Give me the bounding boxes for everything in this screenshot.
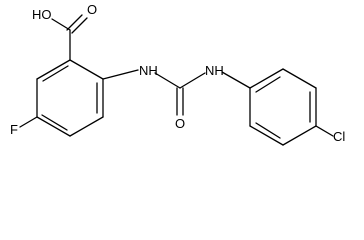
bond bbox=[179, 72, 206, 89]
bond bbox=[315, 125, 334, 137]
bond bbox=[36, 116, 71, 137]
bond bbox=[282, 68, 317, 89]
bond bbox=[51, 18, 71, 31]
fluorine-label: F bbox=[10, 122, 18, 137]
bond bbox=[69, 59, 104, 80]
acid-carbonyl-oxygen-label: O bbox=[87, 2, 97, 17]
bond bbox=[249, 125, 284, 146]
bond-lines bbox=[19, 14, 334, 146]
bond-inner bbox=[255, 76, 281, 93]
bond-inner bbox=[255, 122, 281, 139]
bond bbox=[102, 69, 139, 80]
bond bbox=[66, 14, 83, 31]
urea-carbonyl-oxygen-label: O bbox=[175, 116, 185, 131]
amine-right-label: NH bbox=[205, 63, 224, 78]
bond bbox=[249, 68, 284, 89]
bond-inner bbox=[42, 65, 69, 82]
chlorine-label: Cl bbox=[333, 129, 345, 144]
bond bbox=[154, 72, 181, 89]
bond bbox=[69, 116, 104, 137]
bond bbox=[36, 59, 71, 80]
bond bbox=[71, 17, 88, 34]
structure-canvas: HO O NH O NH F Cl bbox=[10, 2, 346, 146]
hydroxyl-label: HO bbox=[32, 7, 52, 22]
molecule-structure: HO O NH O NH F Cl bbox=[10, 2, 345, 146]
amine-left-label: NH bbox=[139, 63, 158, 78]
bond bbox=[221, 71, 251, 89]
bond bbox=[282, 125, 317, 146]
bond-inner bbox=[41, 114, 68, 131]
bond bbox=[19, 116, 38, 128]
